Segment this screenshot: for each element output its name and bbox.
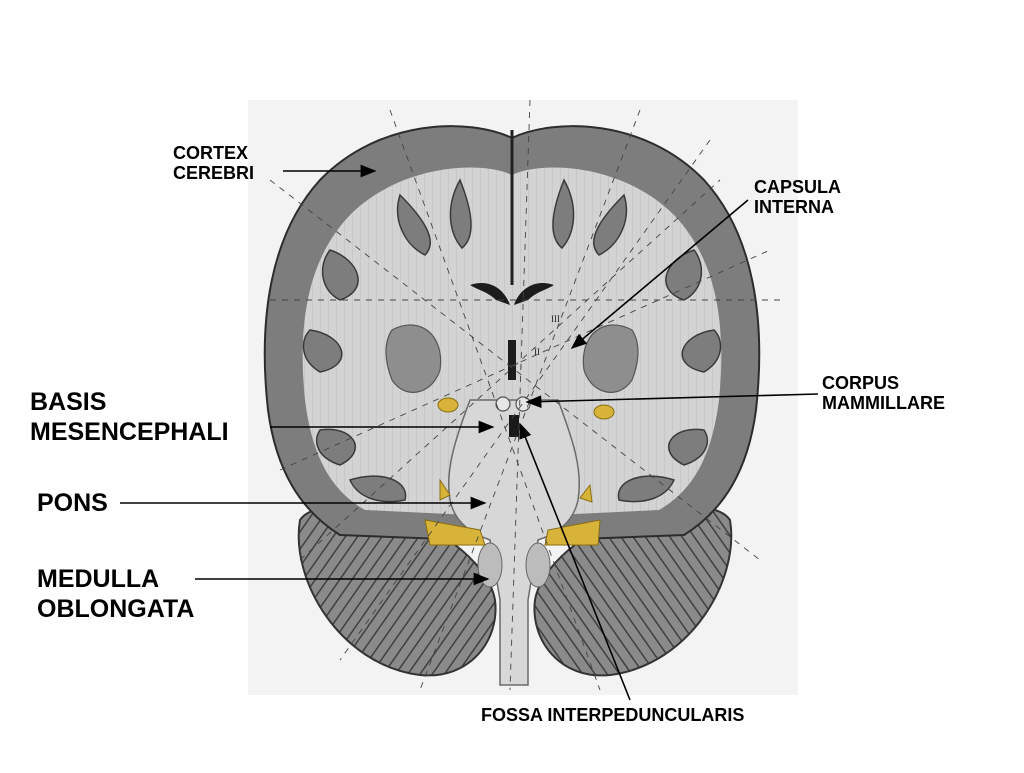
basal-ganglia bbox=[385, 324, 639, 393]
corpus-mammillare-arrow bbox=[525, 393, 819, 409]
label-fossa-interpeduncularis: FOSSA INTERPEDUNCULARIS bbox=[481, 705, 745, 725]
fossa-interpeduncularis-arrow bbox=[519, 422, 631, 701]
label-capsula-interna: CAPSULA INTERNA bbox=[754, 177, 842, 218]
label-cortex-cerebri: CORTEX CEREBRI bbox=[173, 143, 255, 184]
label-pons: PONS bbox=[37, 489, 108, 517]
ventricles bbox=[470, 282, 554, 380]
label-medulla-oblongata: MEDULLA OBLONGATA bbox=[37, 565, 195, 623]
label-corpus-mammillare: CORPUS MAMMILLARE bbox=[822, 373, 945, 414]
roman-numeral-ii: II bbox=[534, 347, 540, 357]
label-basis-mesencephali: BASIS MESENCEPHALI bbox=[30, 388, 229, 446]
section-lines bbox=[269, 99, 780, 691]
cranial-nerves bbox=[424, 397, 615, 546]
roman-numeral-iii: III bbox=[551, 314, 560, 324]
capsula-interna-arrow bbox=[570, 199, 749, 350]
cerebellum bbox=[297, 506, 733, 677]
leader-lines bbox=[120, 164, 819, 701]
brainstem bbox=[447, 396, 581, 686]
